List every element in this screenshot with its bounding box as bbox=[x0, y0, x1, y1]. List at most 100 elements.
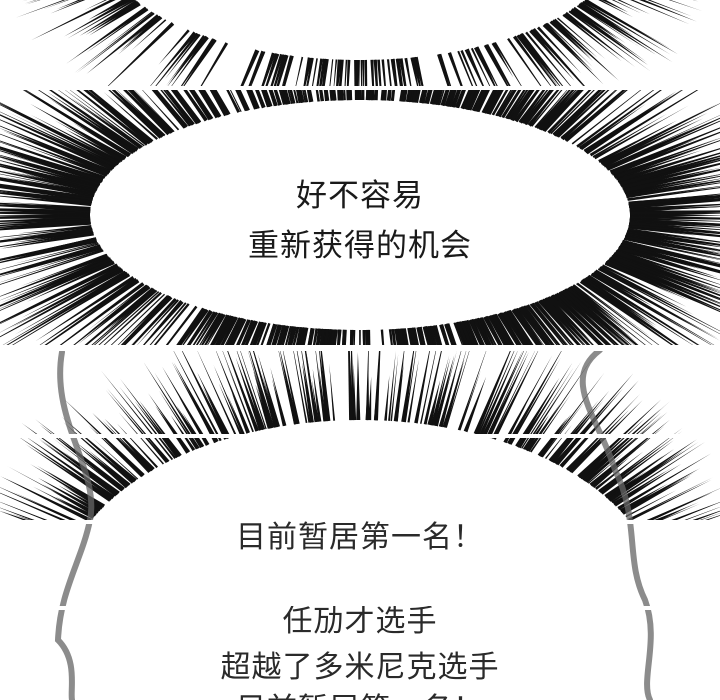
speed-line bbox=[488, 90, 504, 115]
speed-line bbox=[300, 327, 307, 345]
speed-line bbox=[302, 327, 309, 345]
speed-line bbox=[0, 102, 120, 164]
speed-line bbox=[395, 58, 402, 86]
speed-line bbox=[513, 35, 552, 86]
speed-line bbox=[222, 351, 254, 432]
speed-line bbox=[369, 90, 373, 101]
speed-line bbox=[495, 90, 512, 116]
speed-line bbox=[329, 363, 336, 421]
speed-line bbox=[72, 122, 130, 158]
speed-line bbox=[533, 302, 572, 345]
speed-line bbox=[265, 53, 280, 86]
speed-line bbox=[598, 120, 678, 163]
speed-line bbox=[446, 323, 456, 345]
speed-line bbox=[614, 250, 720, 289]
speed-line bbox=[605, 126, 699, 170]
speed-line bbox=[0, 217, 91, 222]
speed-line bbox=[564, 288, 632, 345]
speed-line bbox=[195, 311, 219, 345]
speed-line bbox=[301, 351, 314, 423]
speed-line bbox=[47, 91, 137, 153]
speed-line bbox=[179, 308, 207, 345]
speed-lines-lower-panel bbox=[0, 351, 720, 520]
speed-line bbox=[0, 267, 122, 333]
speed-line bbox=[551, 413, 594, 464]
speed-line bbox=[318, 365, 327, 422]
speed-line bbox=[592, 114, 667, 158]
speed-line bbox=[486, 351, 527, 438]
speed-line bbox=[249, 321, 261, 345]
speed-line bbox=[491, 351, 535, 439]
speed-line bbox=[611, 131, 720, 176]
speed-line bbox=[155, 405, 190, 454]
speed-line bbox=[201, 312, 223, 345]
speed-line bbox=[356, 352, 361, 420]
speed-line bbox=[165, 305, 197, 345]
caption-line-2: 重新获得的机会 bbox=[248, 228, 472, 264]
speed-line bbox=[276, 324, 286, 345]
speed-line bbox=[110, 293, 165, 345]
speed-line bbox=[38, 438, 118, 496]
speed-line bbox=[542, 298, 586, 345]
speed-line bbox=[69, 428, 134, 484]
speed-line bbox=[278, 351, 296, 425]
speed-line bbox=[207, 314, 226, 345]
speed-line bbox=[613, 253, 720, 293]
speed-line bbox=[2, 271, 128, 345]
speed-line bbox=[584, 276, 658, 327]
speed-line bbox=[319, 58, 326, 86]
speed-line bbox=[106, 288, 156, 331]
speed-line bbox=[576, 283, 660, 345]
speed-line bbox=[36, 465, 105, 508]
speed-line bbox=[439, 351, 462, 427]
speed-line bbox=[599, 446, 662, 494]
speed-line bbox=[235, 90, 248, 112]
panel-gap bbox=[0, 520, 720, 524]
speed-line bbox=[628, 479, 712, 520]
bubble-line-4: 目前暂居第一名！ bbox=[0, 684, 720, 700]
speed-line bbox=[173, 362, 219, 443]
speed-line bbox=[192, 311, 216, 345]
speed-line bbox=[2, 130, 110, 175]
speed-line bbox=[362, 60, 365, 86]
speed-line bbox=[518, 33, 561, 86]
speed-line bbox=[518, 90, 546, 124]
speed-line bbox=[463, 376, 487, 433]
speed-line bbox=[0, 249, 104, 285]
speed-line bbox=[240, 351, 267, 430]
speed-line bbox=[277, 54, 288, 86]
speed-line bbox=[530, 394, 571, 453]
speed-line bbox=[692, 510, 720, 520]
speed-line bbox=[388, 329, 393, 345]
speed-line bbox=[626, 180, 720, 199]
speed-line bbox=[628, 224, 720, 235]
speed-line bbox=[321, 58, 329, 86]
speed-line bbox=[132, 90, 174, 133]
speed-line bbox=[236, 319, 250, 345]
speed-line bbox=[550, 20, 591, 58]
speed-line bbox=[654, 507, 687, 520]
speed-line bbox=[56, 0, 82, 10]
speed-line bbox=[197, 372, 231, 439]
speed-line bbox=[614, 463, 682, 507]
speed-line bbox=[595, 451, 644, 490]
speed-line bbox=[619, 155, 720, 186]
speed-line bbox=[433, 355, 455, 427]
speed-line bbox=[506, 309, 533, 345]
speed-line bbox=[35, 147, 109, 176]
speed-line bbox=[241, 387, 260, 432]
speed-line bbox=[607, 120, 720, 171]
speed-line bbox=[50, 114, 127, 159]
speed-line bbox=[531, 90, 563, 127]
speed-line bbox=[585, 101, 665, 155]
speed-line bbox=[457, 90, 466, 109]
speed-line bbox=[446, 90, 455, 107]
speed-line bbox=[496, 90, 514, 117]
speed-line bbox=[142, 90, 180, 131]
speed-line bbox=[660, 503, 701, 520]
speed-line bbox=[579, 418, 645, 480]
speed-line bbox=[485, 44, 511, 86]
speed-line bbox=[180, 38, 215, 86]
speed-line bbox=[619, 483, 669, 513]
speed-line bbox=[559, 380, 639, 468]
